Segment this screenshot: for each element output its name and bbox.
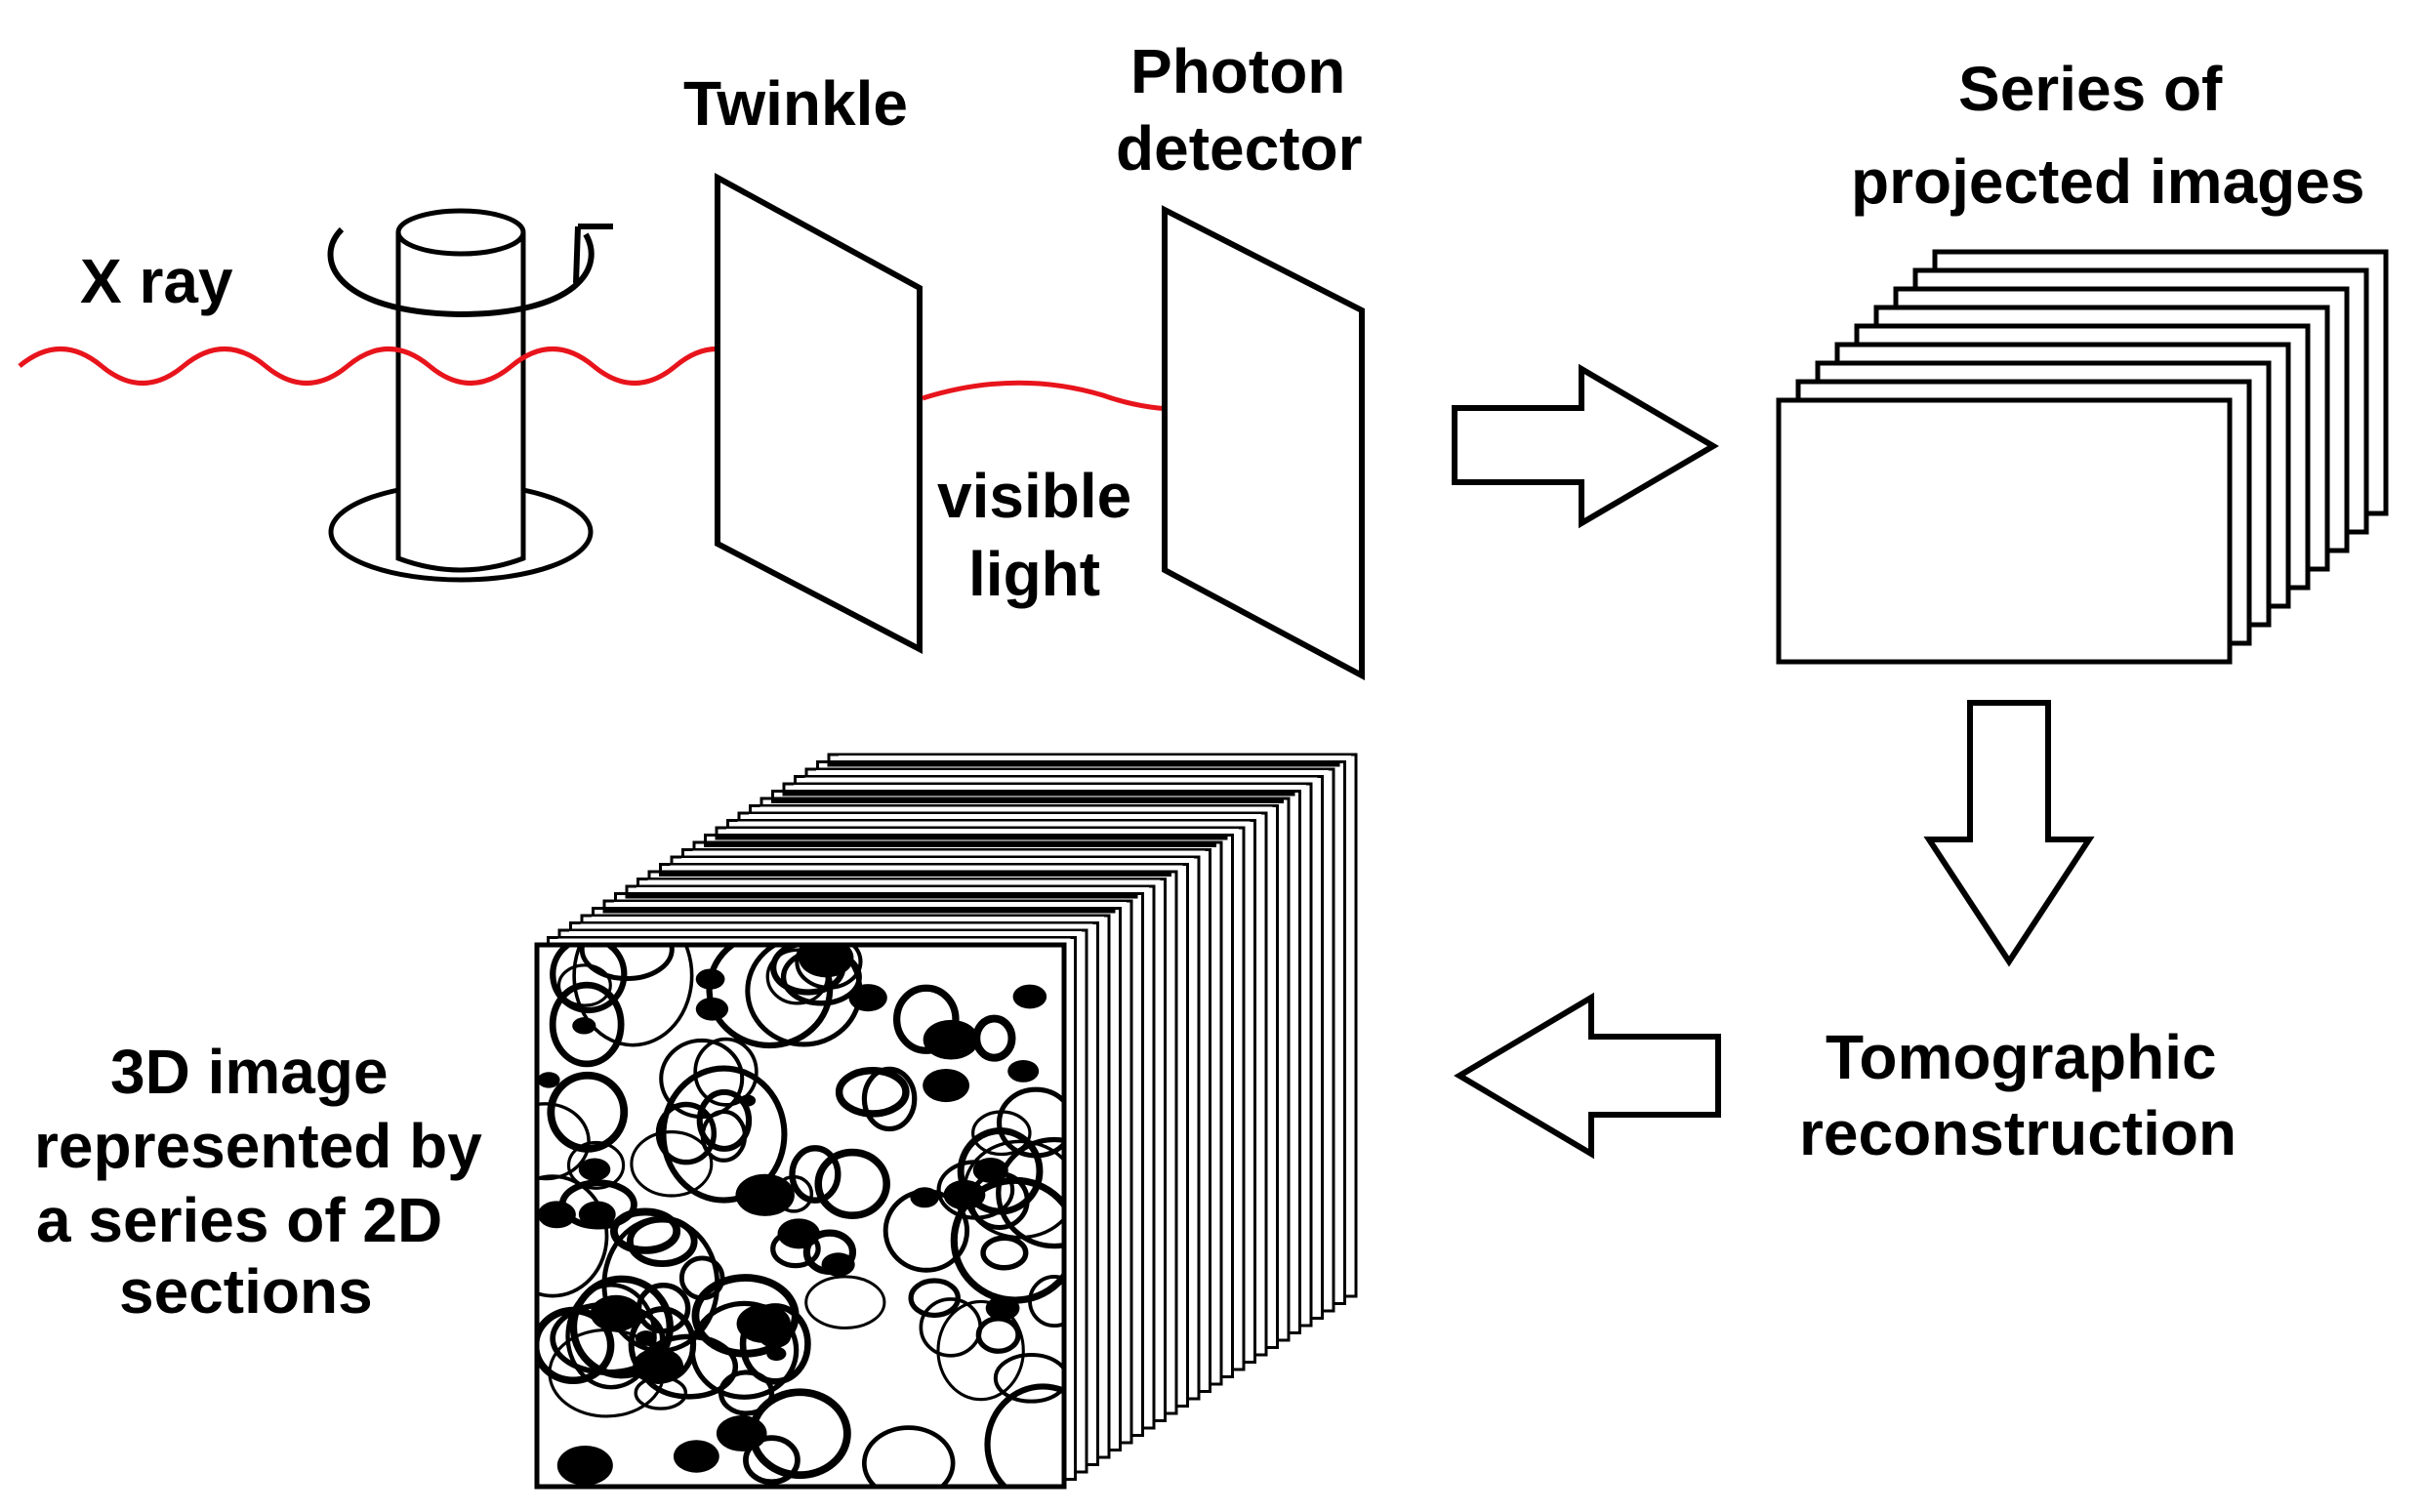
pore-outline <box>630 1130 714 1198</box>
pore-outline <box>814 1148 890 1219</box>
pore-texture <box>537 945 1064 1487</box>
series-label-2: projected images <box>1851 146 2364 217</box>
pore-dark-patch <box>735 1173 795 1216</box>
pore-outline <box>892 984 960 1054</box>
tomographic-label-2: reconstruction <box>1799 1098 2237 1168</box>
image3d-label-1: 3D image <box>110 1037 389 1107</box>
pore-outline <box>569 1275 674 1379</box>
pore-dark-patch <box>910 1187 939 1208</box>
pore-outline <box>980 1235 1029 1271</box>
pore-dark-patch <box>943 1179 986 1210</box>
pore-dark-patch <box>572 1017 596 1035</box>
pore-outline <box>908 1278 961 1319</box>
pore-outline <box>993 1353 1064 1404</box>
pore-dark-patch <box>673 1440 719 1473</box>
pore-outline <box>659 1038 745 1120</box>
pore-outline <box>996 1136 1064 1249</box>
pore-outline <box>804 1275 886 1329</box>
pore-dark-patch <box>635 1330 657 1346</box>
pore-outline <box>1028 1275 1064 1328</box>
pore-outline <box>718 1369 775 1416</box>
pore-outline <box>579 945 675 982</box>
pore-outline <box>550 945 628 1014</box>
pore-outline <box>696 1088 753 1152</box>
projected-images-stack <box>1776 249 2389 665</box>
photon-detector-plate <box>1162 205 1365 681</box>
pore-dark-patch <box>633 1348 684 1384</box>
pore-dark-patch <box>766 1346 787 1362</box>
pore-outline <box>537 1102 591 1181</box>
photon-detector-label-2: detector <box>1116 113 1363 184</box>
pore-dark-patch <box>736 1304 791 1343</box>
tomographic-label-1: Tomographic <box>1826 1022 2217 1092</box>
pore-dark-patch <box>695 968 725 990</box>
pore-outline <box>572 945 694 1047</box>
visible-light-label-1: visible <box>937 461 1131 531</box>
pore-dark-patch <box>1007 1059 1040 1083</box>
pore-outline <box>693 1037 759 1107</box>
pore-outline <box>609 1207 681 1254</box>
pore-dark-patch <box>556 1445 613 1486</box>
pore-outline <box>861 1425 956 1487</box>
pore-outline <box>549 981 625 1068</box>
pore-dark-patch <box>590 1294 642 1332</box>
pore-dark-patch <box>537 1072 560 1088</box>
image3d-label-3: a series of 2D <box>36 1185 442 1255</box>
pore-dark-patch <box>821 1252 855 1277</box>
visible-light-label-2: light <box>968 539 1100 609</box>
pore-outline <box>789 1145 842 1204</box>
pore-outline <box>655 1101 718 1165</box>
projected-image-frame <box>1776 397 2233 665</box>
pore-dark-patch <box>972 1158 1008 1183</box>
pore-outline <box>743 1435 800 1486</box>
pore-dark-patch <box>716 1415 767 1451</box>
pore-dark-patch <box>1012 984 1047 1009</box>
xray-label: X ray <box>80 246 233 316</box>
pore-dark-patch <box>799 945 854 978</box>
pore-dark-patch <box>695 997 729 1021</box>
photon-detector-label-1: Photon <box>1130 36 1345 106</box>
pore-outline <box>936 1299 1025 1402</box>
pore-outline <box>547 1071 629 1153</box>
pore-dark-patch <box>578 1158 611 1181</box>
pore-dark-patch <box>777 1218 820 1249</box>
sample-cylinder <box>395 232 526 573</box>
pore-outline <box>660 1065 788 1204</box>
pore-dark-patch <box>739 1094 757 1107</box>
xray-wave <box>18 347 833 403</box>
pore-dark-patch <box>848 984 887 1012</box>
pore-outline <box>957 1127 1044 1215</box>
pore-dark-patch <box>537 1201 576 1229</box>
rotation-arrow-icon <box>327 224 613 318</box>
pore-outline <box>678 1255 725 1301</box>
pore-outline <box>566 1140 626 1190</box>
pore-outline <box>861 1066 918 1132</box>
pore-outline <box>537 1174 609 1298</box>
pore-dark-patch <box>923 1068 970 1103</box>
pore-dark-patch <box>578 1201 616 1228</box>
pore-outline <box>919 1297 983 1358</box>
twinkle-plate <box>715 172 923 654</box>
left-arrow-icon <box>1454 992 1721 1160</box>
pore-outline <box>971 1110 1032 1157</box>
right-arrow-icon <box>1452 363 1719 529</box>
down-arrow-icon <box>1923 700 2095 967</box>
pore-outline <box>835 1067 910 1118</box>
image3d-label-4: sections <box>119 1256 373 1327</box>
series-label-1: Series of <box>1958 54 2223 124</box>
image3d-label-2: represented by <box>34 1111 482 1181</box>
volume-front-face <box>534 942 1067 1490</box>
pore-outline <box>984 1383 1064 1487</box>
pore-outline <box>556 963 612 1007</box>
sample-cylinder-top <box>395 208 526 257</box>
pore-dark-patch <box>923 1019 979 1060</box>
rotating-sample <box>328 208 594 583</box>
pore-dark-patch <box>985 1295 1020 1321</box>
twinkle-label: Twinkle <box>683 68 908 139</box>
